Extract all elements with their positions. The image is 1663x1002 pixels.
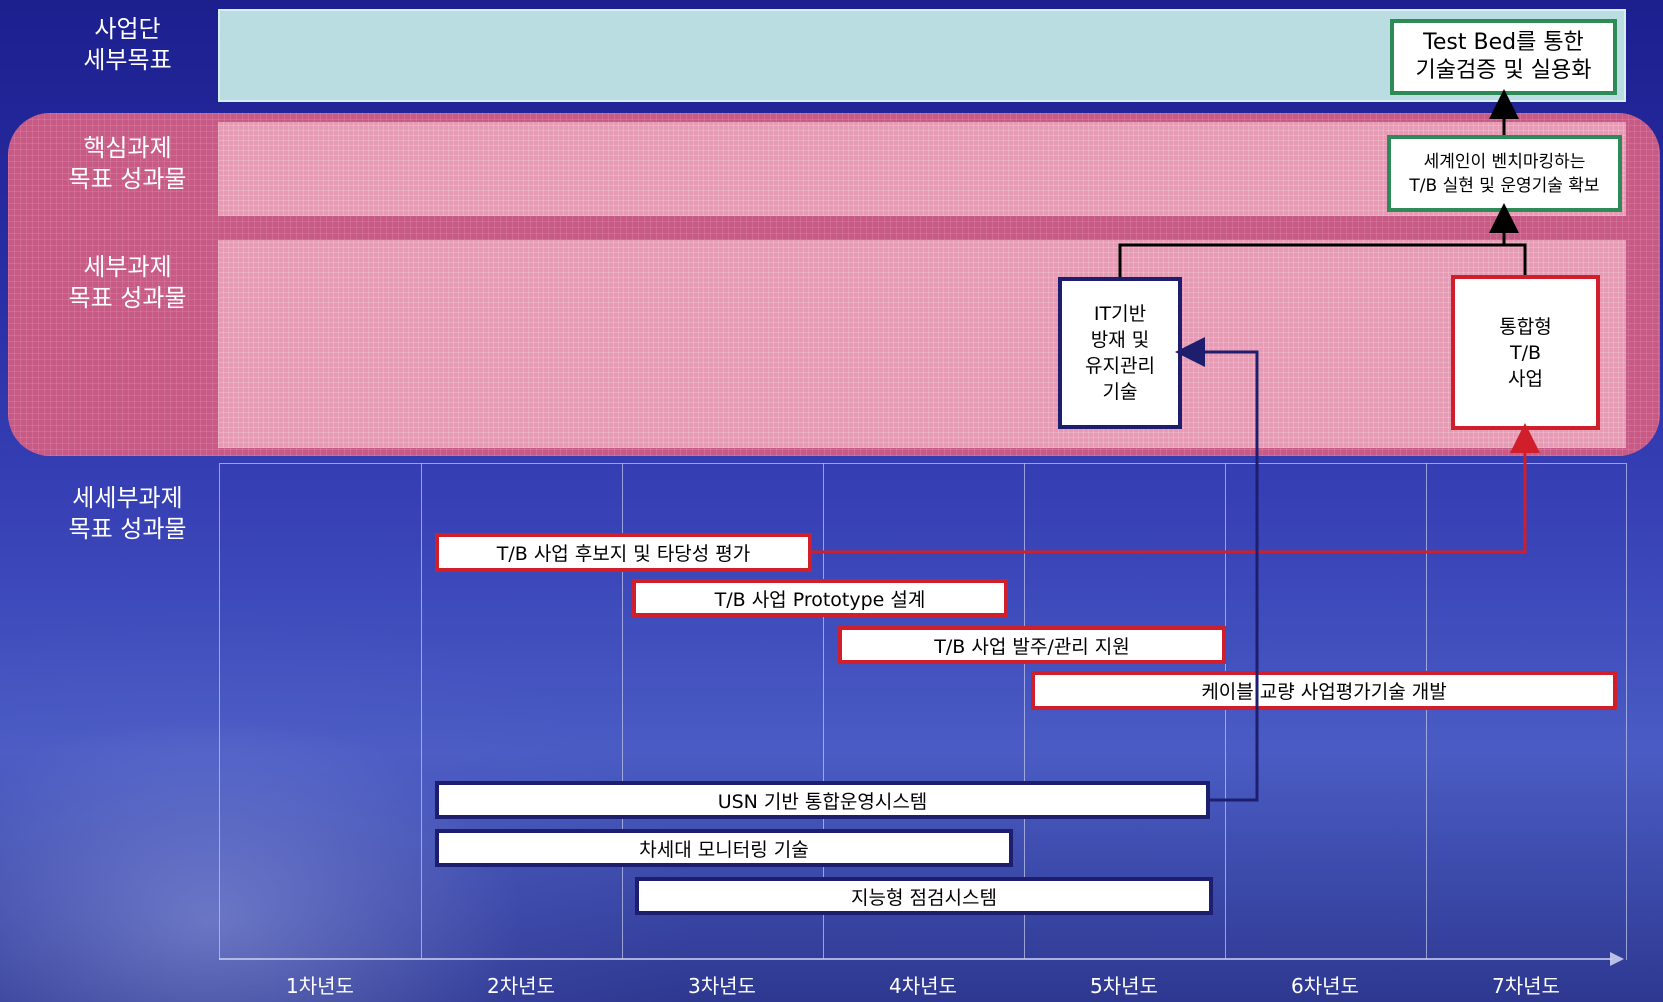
label-sub-task: 세부과제 목표 성과물 bbox=[68, 253, 187, 312]
year-label: 6차년도 bbox=[1291, 974, 1359, 998]
year-label: 1차년도 bbox=[286, 974, 354, 998]
grid-line bbox=[1426, 463, 1427, 959]
bar-cable-bridge-eval: 케이블 교량 사업평가기술 개발 bbox=[1031, 671, 1617, 710]
grid-line bbox=[1024, 463, 1025, 959]
year-label: 5차년도 bbox=[1090, 974, 1158, 998]
core-box: 세계인이 벤치마킹하는 T/B 실현 및 운영기술 확보 bbox=[1387, 135, 1622, 212]
bar-usn-system: USN 기반 통합운영시스템 bbox=[435, 781, 1210, 819]
label-subsub-task: 세세부과제 목표 성과물 bbox=[68, 484, 187, 543]
connector-sub-to-core bbox=[1118, 243, 1527, 277]
time-axis bbox=[219, 958, 1612, 960]
grid-line bbox=[421, 463, 422, 959]
grid-line bbox=[823, 463, 824, 959]
grid-line bbox=[622, 463, 623, 959]
arrow-navy-to-it bbox=[1175, 337, 1259, 802]
arrow-red-to-integrated bbox=[812, 423, 1540, 554]
bar-site-feasibility: T/B 사업 후보지 및 타당성 평가 bbox=[435, 533, 812, 572]
year-label: 7차년도 bbox=[1492, 974, 1560, 998]
it-maintenance-box: IT기반 방재 및 유지관리 기술 bbox=[1058, 277, 1182, 429]
sub-task-row bbox=[218, 240, 1626, 448]
timeline-grid bbox=[219, 463, 1627, 960]
year-label: 3차년도 bbox=[688, 974, 756, 998]
bar-next-gen-monitoring: 차세대 모니터링 기술 bbox=[435, 829, 1013, 867]
year-label: 4차년도 bbox=[889, 974, 957, 998]
label-core-task: 핵심과제 목표 성과물 bbox=[68, 134, 187, 193]
time-axis-arrowhead bbox=[1610, 952, 1624, 966]
grid-line bbox=[1225, 463, 1226, 959]
bar-smart-inspection: 지능형 점검시스템 bbox=[635, 877, 1213, 915]
bar-order-management: T/B 사업 발주/관리 지원 bbox=[838, 626, 1226, 664]
label-business-goal: 사업단 세부목표 bbox=[83, 15, 172, 74]
year-label: 2차년도 bbox=[487, 974, 555, 998]
bar-prototype-design: T/B 사업 Prototype 설계 bbox=[632, 579, 1008, 617]
